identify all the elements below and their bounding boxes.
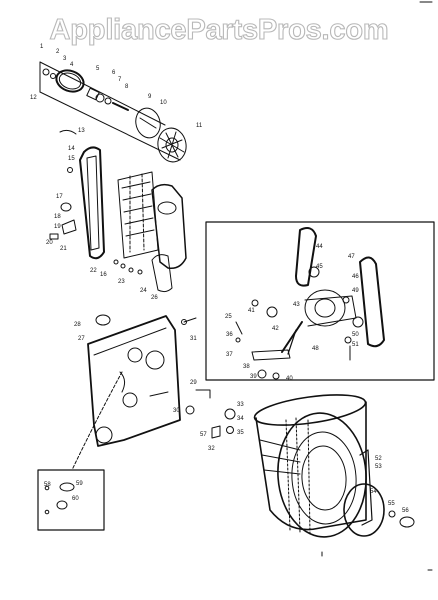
- callout-26: 26: [151, 295, 158, 301]
- belt-and-heater-group: [49, 129, 187, 293]
- callout-4: 4: [70, 62, 74, 68]
- callout-1: 1: [40, 44, 44, 50]
- callout-19: 19: [54, 224, 61, 230]
- blower-assembly-group: [39, 61, 187, 163]
- callout-49: 49: [352, 288, 359, 294]
- callout-47: 47: [348, 254, 355, 260]
- callout-2: 2: [56, 49, 60, 55]
- callout-52: 52: [375, 456, 382, 462]
- callout-15: 15: [68, 156, 75, 162]
- callout-20: 20: [46, 240, 53, 246]
- callout-34: 34: [237, 416, 244, 422]
- callout-39: 39: [250, 374, 257, 380]
- callout-21: 21: [60, 246, 67, 252]
- callout-8: 8: [125, 84, 129, 90]
- callout-9: 9: [148, 94, 152, 100]
- callout-7: 7: [118, 77, 122, 83]
- callout-33: 33: [237, 402, 244, 408]
- callout-60: 60: [72, 496, 79, 502]
- callout-17: 17: [56, 194, 63, 200]
- callout-44: 44: [316, 244, 323, 250]
- callout-31: 31: [190, 336, 197, 342]
- callout-36: 36: [226, 332, 233, 338]
- callout-25: 25: [225, 314, 232, 320]
- callout-50: 50: [352, 332, 359, 338]
- callout-55: 55: [388, 501, 395, 507]
- callout-13: 13: [78, 128, 85, 134]
- drum-assembly-group: [195, 389, 415, 538]
- callout-59: 59: [76, 481, 83, 487]
- callout-14: 14: [68, 146, 75, 152]
- callout-51: 51: [352, 342, 359, 348]
- callout-45: 45: [316, 264, 323, 270]
- callout-48: 48: [312, 346, 319, 352]
- callout-3: 3: [63, 56, 67, 62]
- callout-38: 38: [243, 364, 250, 370]
- motor-inset-frame: [205, 221, 435, 381]
- callout-42: 42: [272, 326, 279, 332]
- watermark-text: AppliancePartsPros.com: [49, 13, 389, 46]
- callout-16: 16: [100, 272, 107, 278]
- front-bulkhead-group: [87, 314, 197, 447]
- callout-11: 11: [196, 123, 203, 129]
- callout-32: 32: [208, 446, 215, 452]
- callout-40: 40: [286, 376, 293, 382]
- callout-29: 29: [190, 380, 197, 386]
- callout-28: 28: [74, 322, 81, 328]
- callout-37: 37: [226, 352, 233, 358]
- callout-46: 46: [352, 274, 359, 280]
- callout-43: 43: [293, 302, 300, 308]
- motor-assembly-group: [235, 227, 385, 380]
- callout-35: 35: [237, 430, 244, 436]
- callout-41: 41: [248, 308, 255, 314]
- callout-30: 30: [173, 408, 180, 414]
- callout-10: 10: [160, 100, 167, 106]
- callout-labels: 1 2 3 4 5 6 7 8 9 10 11 12 13 14 15 16 1…: [30, 44, 409, 514]
- callout-22: 22: [90, 268, 97, 274]
- callout-56: 56: [402, 508, 409, 514]
- callout-54: 54: [370, 489, 377, 495]
- hardware-inset-group: [37, 469, 105, 531]
- callout-6: 6: [112, 70, 116, 76]
- callout-12: 12: [30, 95, 37, 101]
- callout-23: 23: [118, 279, 125, 285]
- callout-24: 24: [140, 288, 147, 294]
- callout-57: 57: [200, 432, 207, 438]
- callout-53: 53: [375, 464, 382, 470]
- callout-27: 27: [78, 336, 85, 342]
- inset-leader-line: [71, 371, 123, 471]
- callout-5: 5: [96, 66, 100, 72]
- callout-58: 58: [44, 482, 51, 488]
- callout-18: 18: [54, 214, 61, 220]
